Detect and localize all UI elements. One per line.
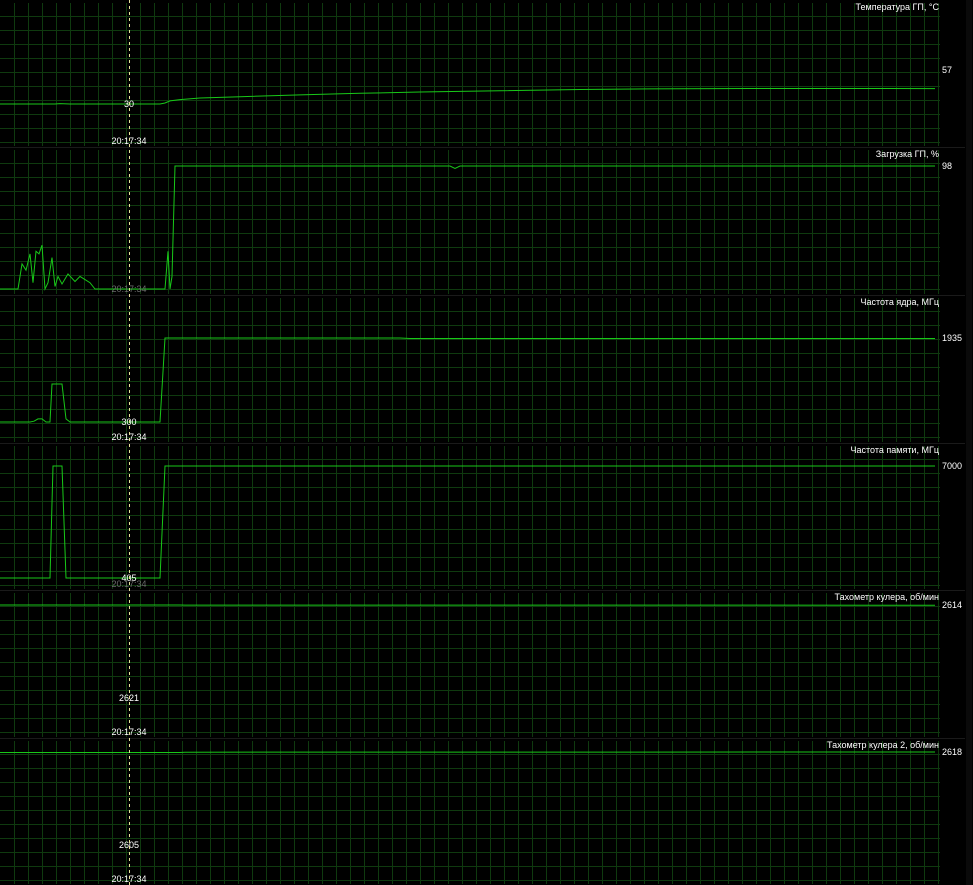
graph-grid [0, 741, 940, 884]
graph-panel[interactable]: Тахометр кулера, об/мин2614262120:17:34 [0, 590, 965, 738]
graph-title: Частота памяти, МГц [851, 445, 939, 455]
graph-grid [0, 150, 940, 294]
graph-time-label: 20:17:34 [111, 432, 146, 442]
graph-panel[interactable]: Загрузка ГП, %9820:17:34 [0, 147, 965, 295]
graph-current-value: 1935 [942, 333, 962, 343]
graph-trace [0, 465, 935, 579]
graph-current-value: 57 [942, 65, 952, 75]
graph-panel[interactable]: Частота ядра, МГц193530020:17:34 [0, 295, 965, 443]
graph-current-value: 7000 [942, 461, 962, 471]
graph-title: Тахометр кулера 2, об/мин [827, 740, 939, 750]
graph-grid [0, 298, 940, 442]
graph-title: Загрузка ГП, % [876, 149, 939, 159]
graph-panel[interactable]: Температура ГП, °С573020:17:34 [0, 2, 952, 146]
graph-title: Частота ядра, МГц [860, 297, 939, 307]
graph-trace [0, 88, 936, 105]
graph-title: Температура ГП, °С [856, 2, 940, 12]
graph-grid [0, 593, 940, 737]
graph-cursor-value: 2605 [119, 840, 139, 850]
graph-current-value: 2614 [942, 600, 962, 610]
graph-trace [0, 165, 935, 291]
graph-current-value: 2618 [942, 747, 962, 757]
graph-grid [0, 3, 940, 146]
graph-current-value: 98 [942, 161, 952, 171]
graph-title: Тахометр кулера, об/мин [835, 592, 940, 602]
graph-trace [0, 337, 935, 423]
graph-panel[interactable]: Тахометр кулера 2, об/мин2618260520:17:3… [0, 738, 965, 885]
graph-panel[interactable]: Частота памяти, МГц700040520:17:34 [0, 443, 965, 590]
scrollbar-thumb[interactable] [966, 0, 972, 885]
graph-grid [0, 446, 940, 589]
graph-trace [0, 751, 936, 753]
